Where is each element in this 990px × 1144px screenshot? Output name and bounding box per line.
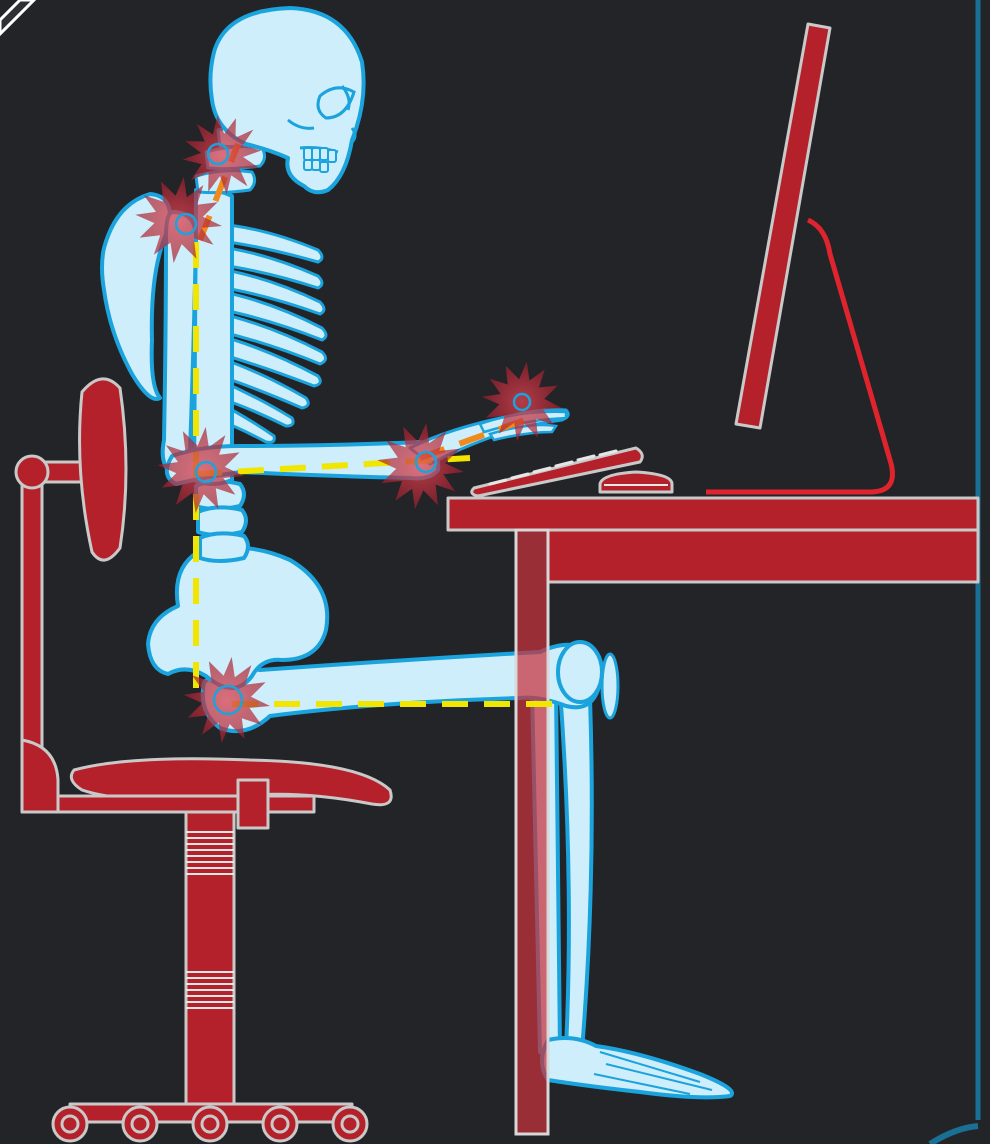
desk-leg bbox=[516, 530, 548, 1134]
computer-mouse bbox=[600, 472, 672, 492]
